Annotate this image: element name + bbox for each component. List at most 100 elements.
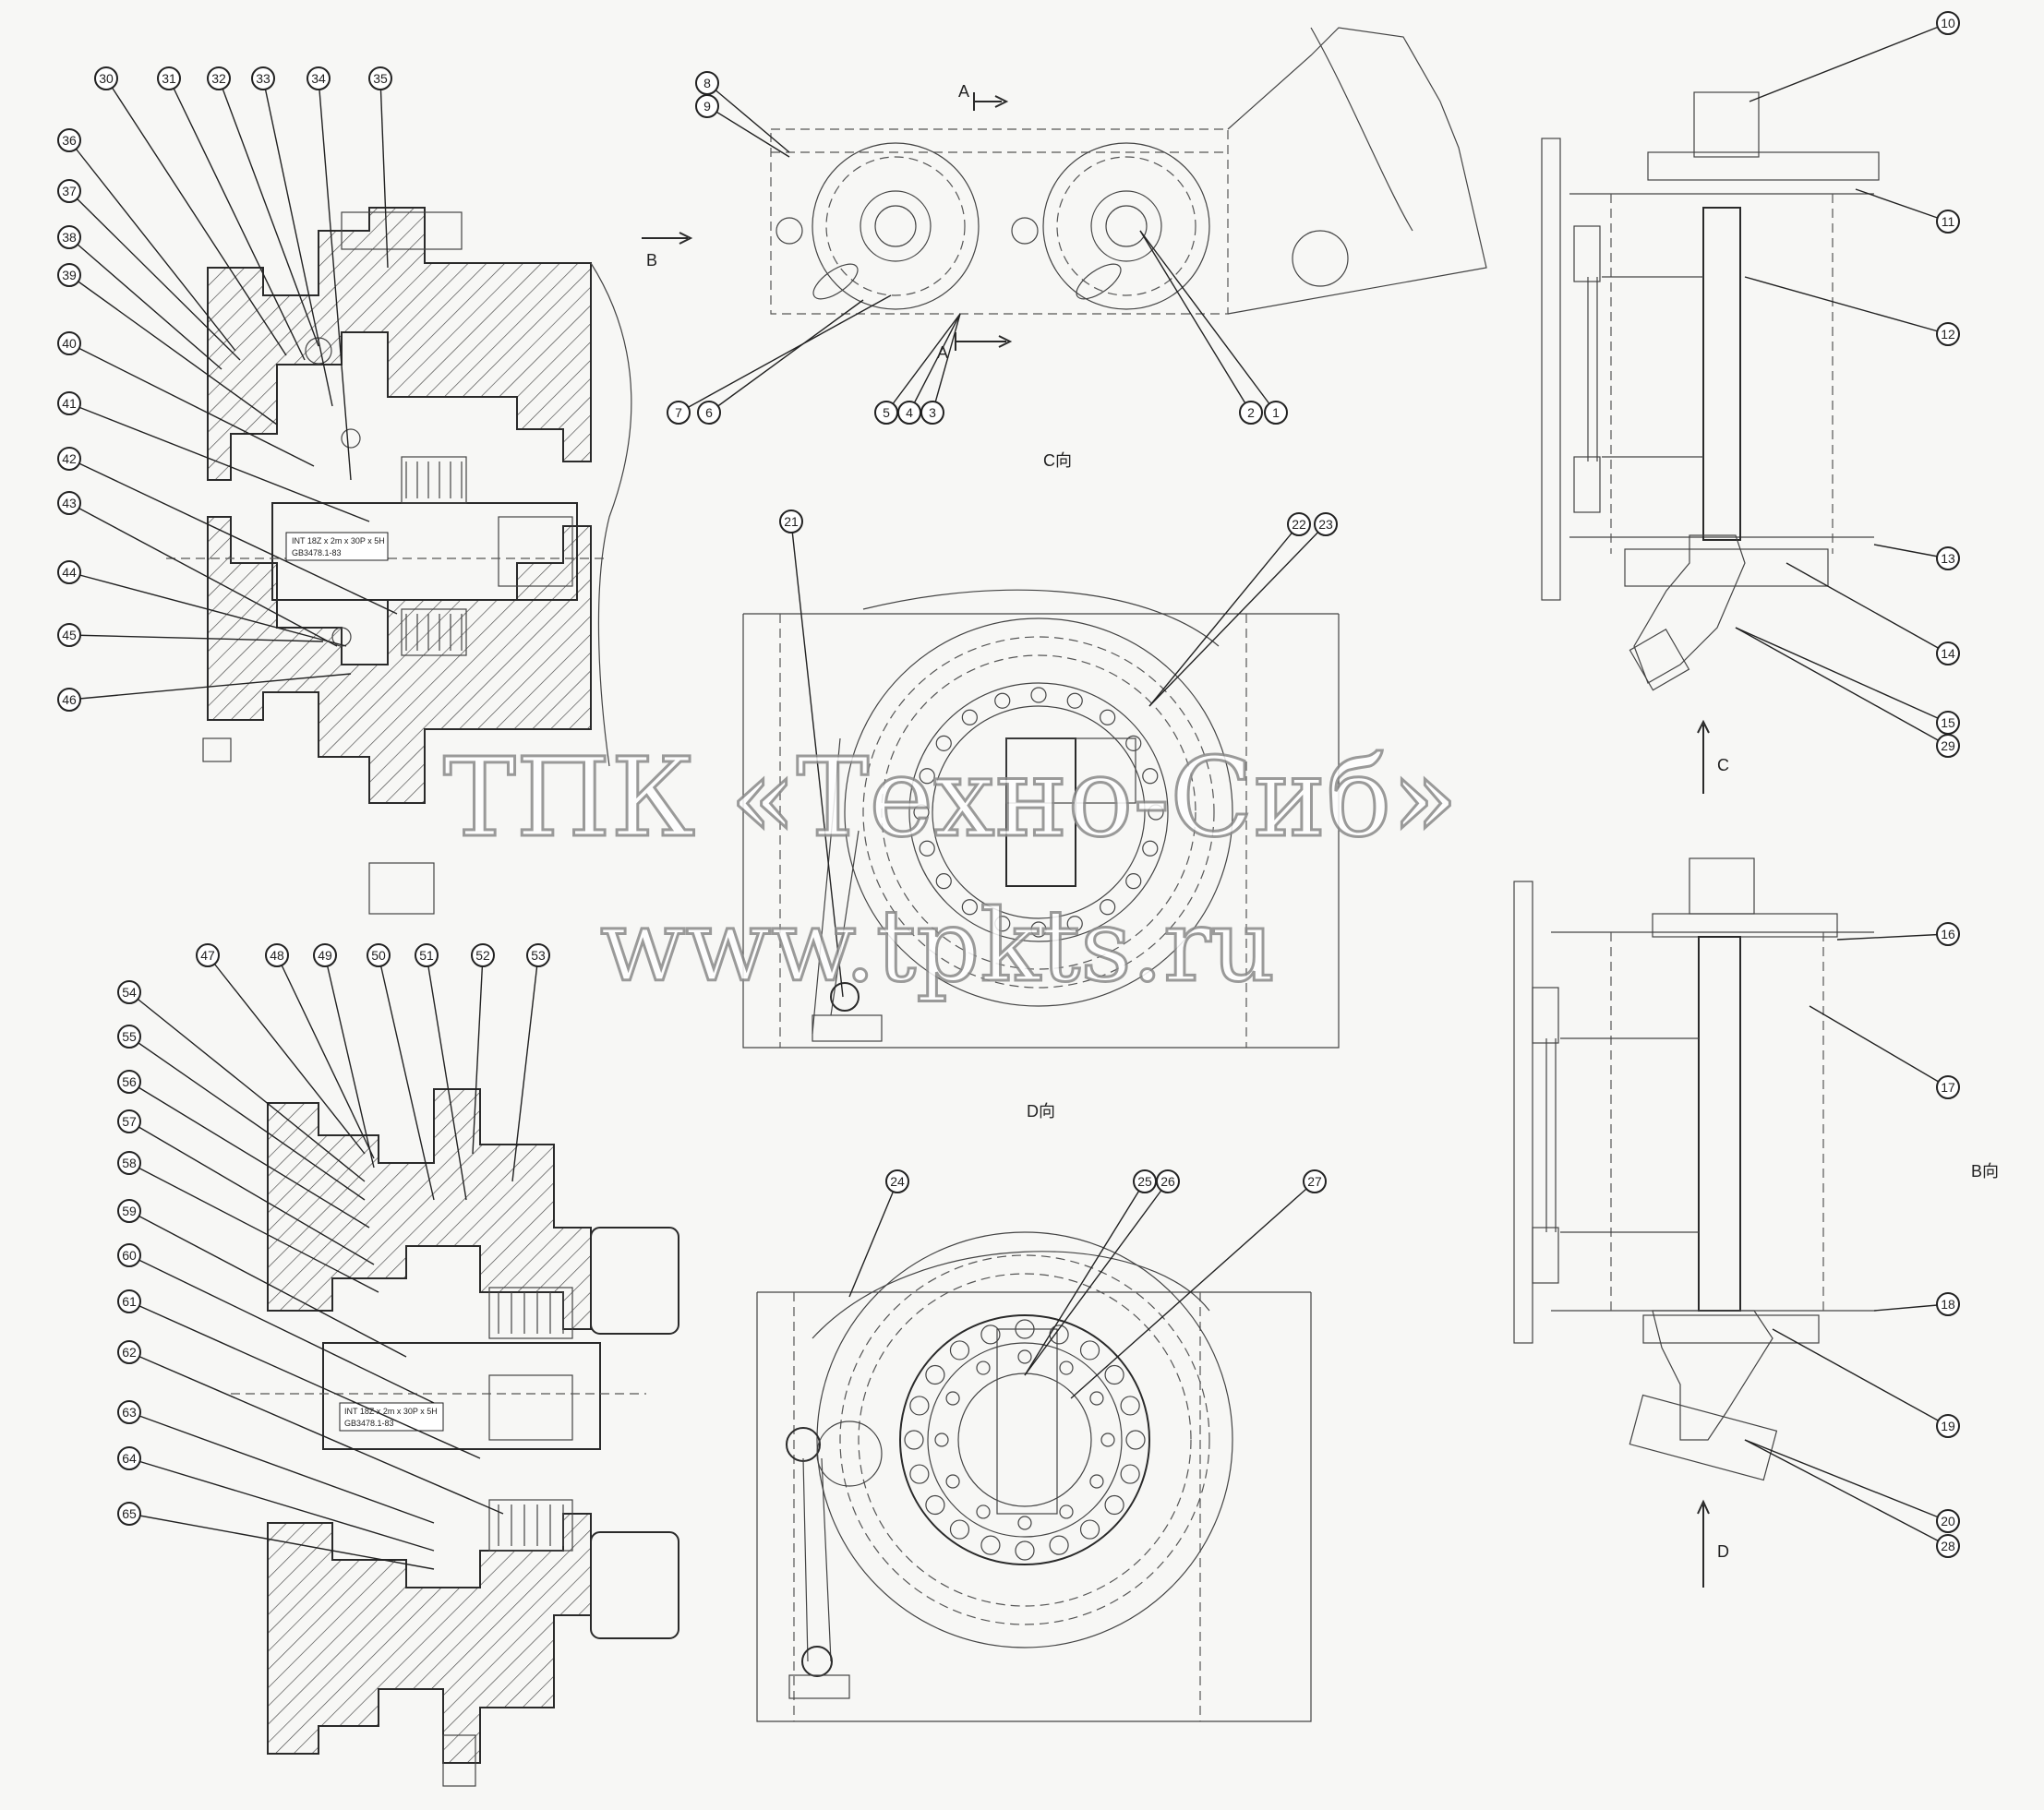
- callout-31: 31: [157, 66, 306, 361]
- callout-30: 30: [94, 66, 287, 356]
- callout-leader: [207, 954, 366, 1155]
- callout-bubble: [367, 943, 391, 967]
- callout-number: 29: [1941, 738, 1955, 753]
- bolt-hole: [904, 1430, 924, 1450]
- callout-bubble: [920, 401, 944, 425]
- callout-number: 46: [62, 692, 77, 707]
- callout-bubble: [57, 623, 81, 647]
- callout-leader: [678, 294, 892, 414]
- callout-leader: [1873, 1303, 1949, 1312]
- callout-leader: [706, 105, 790, 158]
- callout-number: 25: [1137, 1174, 1152, 1189]
- callout-number: 30: [99, 71, 114, 86]
- bottom-section-drawing: INT 18Z x 2m x 30P x 5H GB3478.1-83: [231, 1088, 679, 1787]
- bolt-hole: [1089, 1391, 1104, 1406]
- callout-number: 12: [1941, 327, 1955, 342]
- callout-bubble: [1936, 922, 1960, 946]
- callout-bubble: [57, 491, 81, 515]
- callout-bubble: [57, 128, 81, 152]
- svg-text:INT 18Z x 2m x 30P x 5H: INT 18Z x 2m x 30P x 5H: [344, 1407, 438, 1416]
- callout-leader: [1855, 188, 1949, 222]
- callout-16: 16: [1836, 922, 1960, 946]
- bolt-hole: [976, 1504, 991, 1519]
- callout-46: 46: [57, 673, 352, 712]
- callout-number: 7: [675, 405, 682, 420]
- callout-bubble: [117, 1025, 141, 1049]
- view-labels: C向 D向 B向: [1027, 451, 1999, 1181]
- bolt-hole: [1015, 1319, 1035, 1339]
- bolt-hole: [1079, 1340, 1100, 1360]
- callout-leader: [128, 991, 366, 1182]
- callout-bubble: [117, 1340, 141, 1364]
- bolt-hole: [1059, 1360, 1074, 1375]
- callout-leader: [472, 954, 484, 1155]
- callout-leader: [68, 274, 278, 426]
- callout-20: 20: [1744, 1439, 1960, 1533]
- callout-leader: [128, 1411, 435, 1524]
- bolt-hole: [994, 692, 1011, 709]
- bolt-hole: [1100, 709, 1116, 725]
- b-view-label: B向: [1971, 1162, 1999, 1181]
- callout-leader: [68, 634, 324, 642]
- callout-number: 15: [1941, 715, 1955, 730]
- callout-number: 35: [373, 71, 388, 86]
- side-view-bottom-drawing: [1513, 857, 1874, 1481]
- c-arrow: [1697, 719, 1710, 794]
- callout-number: 61: [122, 1294, 137, 1309]
- d-view-label: D向: [1027, 1102, 1055, 1121]
- callout-bubble: [1936, 641, 1960, 665]
- callout-leader: [1749, 22, 1949, 102]
- section-markers: A A B C D: [642, 82, 1729, 1588]
- callout-number: 56: [122, 1074, 137, 1089]
- bolt-hole: [1100, 899, 1116, 916]
- callout-number: 21: [784, 514, 799, 529]
- bolt-hole: [919, 840, 935, 857]
- callout-65: 65: [117, 1502, 435, 1570]
- callout-number: 51: [419, 948, 434, 963]
- callout-28: 28: [1744, 1439, 1960, 1558]
- callout-number: 24: [890, 1174, 905, 1189]
- callout-bubble: [1936, 546, 1960, 570]
- callout-number: 22: [1292, 517, 1306, 532]
- b-arrow: [642, 232, 693, 245]
- bolt-hole: [961, 709, 978, 725]
- callout-bubble: [265, 943, 289, 967]
- callout-54: 54: [117, 980, 366, 1182]
- callout-bubble: [57, 263, 81, 287]
- callout-leader: [848, 1181, 898, 1298]
- callout-leader: [1148, 523, 1327, 707]
- bolt-hole: [945, 1391, 960, 1406]
- callout-bubble: [1936, 1534, 1960, 1558]
- callout-leader: [218, 78, 319, 347]
- top-view-drawing: [770, 27, 1487, 315]
- bolt-hole: [945, 1474, 960, 1489]
- c-view-label: C向: [1043, 451, 1072, 470]
- callout-number: 50: [371, 948, 386, 963]
- callout-leader: [68, 502, 338, 647]
- callout-leader: [932, 313, 961, 414]
- callout-number: 36: [62, 133, 77, 148]
- callout-bubble: [415, 943, 439, 967]
- callout-bubble: [368, 66, 392, 90]
- callout-leader: [1836, 933, 1949, 941]
- callout-leader: [1139, 230, 1277, 414]
- callout-leader: [276, 954, 375, 1159]
- callout-leader: [68, 673, 352, 701]
- callout-number: 31: [162, 71, 176, 86]
- callout-22: 22: [1148, 512, 1311, 707]
- bolt-hole: [913, 804, 930, 821]
- callout-number: 40: [62, 336, 77, 351]
- section-a-bottom-label: A: [937, 343, 948, 362]
- callout-11: 11: [1855, 188, 1960, 234]
- callout-leader: [1139, 230, 1252, 414]
- callout-number: 41: [62, 396, 77, 411]
- callout-number: 3: [929, 405, 936, 420]
- callout-bubble: [885, 1169, 909, 1193]
- bolt-hole: [980, 1535, 1001, 1555]
- callout-leader: [128, 1121, 375, 1265]
- callout-bubble: [117, 1243, 141, 1267]
- watermark-company: ТПК «Техно-Сиб»: [443, 734, 1458, 861]
- callout-bubble: [779, 509, 803, 533]
- callout-leader: [1772, 1328, 1949, 1427]
